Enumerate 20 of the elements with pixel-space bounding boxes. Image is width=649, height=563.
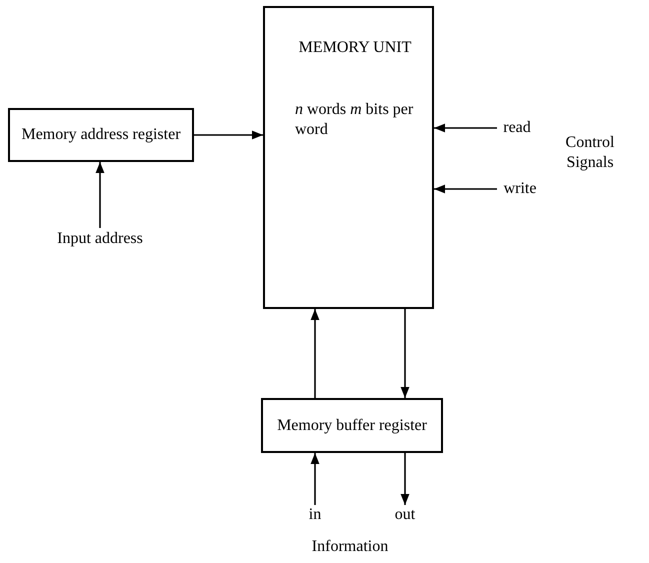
register-box: Memory address register <box>8 108 194 162</box>
signal-label: in <box>303 505 327 525</box>
arrow <box>194 130 263 140</box>
group-label: Control Signals <box>564 133 616 173</box>
signal-label: write <box>497 179 543 199</box>
arrow <box>400 309 410 398</box>
register-box: Memory buffer register <box>261 398 443 453</box>
arrow <box>400 453 410 505</box>
arrow <box>310 453 320 505</box>
signal-label: Input address <box>40 228 160 250</box>
arrow <box>434 184 497 194</box>
arrow <box>310 309 320 398</box>
memory-unit-box <box>263 6 434 309</box>
group-label: Information <box>310 537 390 557</box>
unit-title: MEMORY UNIT <box>298 38 412 58</box>
signal-label: read <box>497 118 537 138</box>
signal-label: out <box>390 505 420 525</box>
unit-description: n words m bits per word <box>295 100 414 140</box>
arrow <box>434 124 497 132</box>
arrow <box>96 162 104 228</box>
